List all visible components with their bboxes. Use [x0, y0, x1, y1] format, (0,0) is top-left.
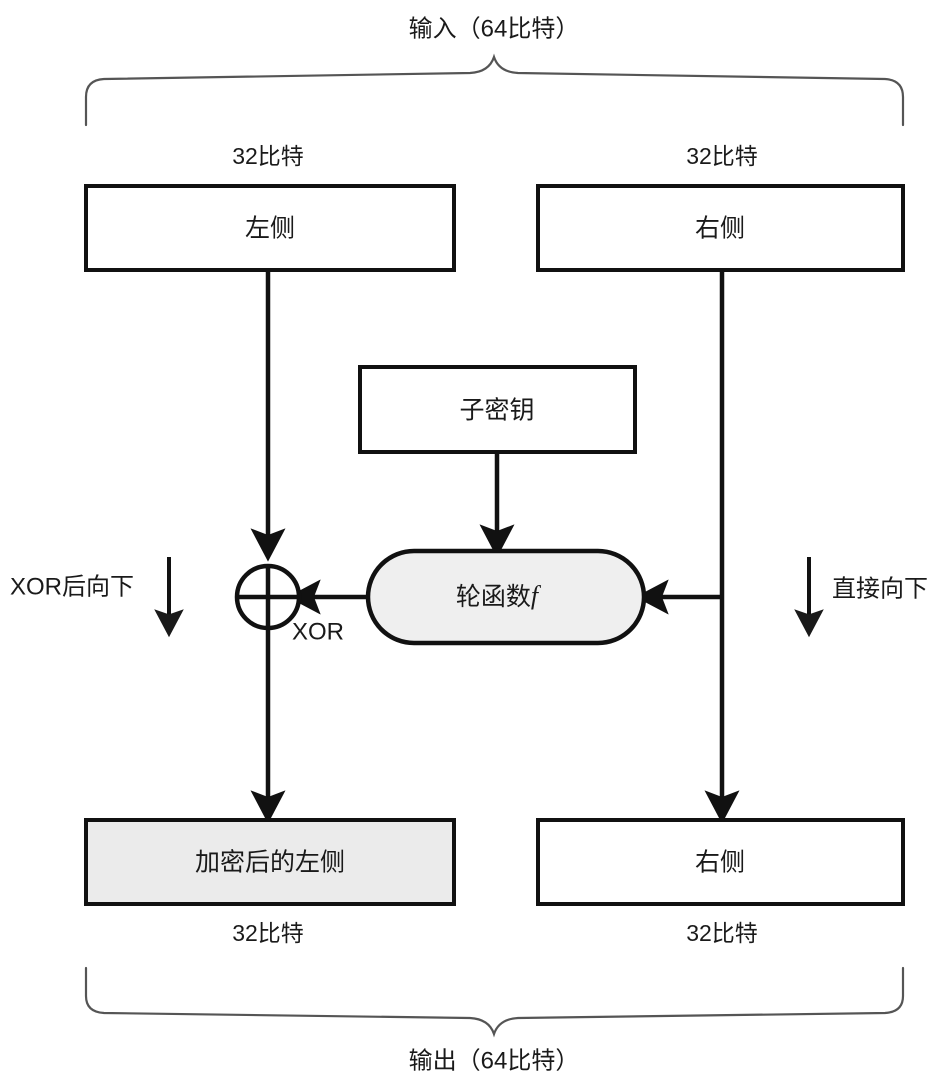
round-function-box: 轮函数f	[365, 548, 647, 646]
right-output-box-label: 右侧	[695, 849, 745, 877]
top-brace	[84, 53, 905, 127]
left-output-box: 加密后的左侧	[84, 818, 456, 906]
bottom-brace	[84, 966, 905, 1038]
right-output-bits-label: 32比特	[686, 920, 758, 946]
right-side-note-label: 直接向下	[832, 575, 928, 602]
right-side-annotation: 直接向下	[794, 557, 928, 638]
left-side-note-label: XOR后向下	[10, 573, 134, 600]
right-input-box-label: 右侧	[695, 215, 745, 243]
left-input-box-label: 左侧	[245, 215, 295, 243]
bottom-brace-label: 输出（64比特）	[409, 1047, 580, 1074]
top-brace-label: 输入（64比特）	[409, 15, 580, 42]
right-input-bits-label: 32比特	[686, 143, 758, 169]
xor-operator-label: XOR	[292, 618, 344, 645]
subkey-box: 子密钥	[358, 365, 637, 454]
left-input-box: 左侧	[84, 184, 456, 272]
subkey-box-label: 子密钥	[459, 397, 534, 425]
right-input-box: 右侧	[536, 184, 905, 272]
round-function-text: 轮函数	[456, 583, 531, 611]
right-output-box: 右侧	[536, 818, 905, 906]
left-output-bits-label: 32比特	[232, 920, 304, 946]
left-input-bits-label: 32比特	[232, 143, 304, 169]
left-output-box-label: 加密后的左侧	[195, 849, 345, 877]
round-function-symbol: f	[531, 581, 542, 610]
round-function-label: 轮函数f	[456, 581, 542, 611]
xor-node	[234, 563, 302, 631]
left-side-annotation: XOR后向下	[10, 557, 184, 638]
